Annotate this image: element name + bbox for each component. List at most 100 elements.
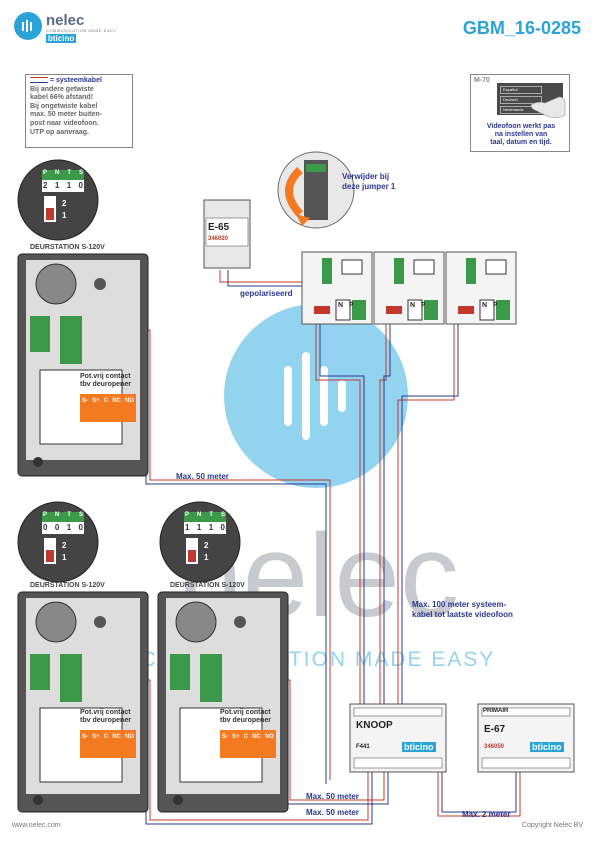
door-left-contact-label: Pot.vrij contact tbv deuropener [80,709,131,725]
menu-item-espanol: Español [500,86,542,94]
dip-right-v-n: 1 [196,523,202,532]
dip-right-h-p: P [185,512,190,518]
note-line-6: UTP op aanvraag. [30,128,90,136]
door-top-term-s-minus: S- [82,398,88,404]
psu-e67 [477,703,575,773]
door-top-term-nc: NC [112,398,121,404]
door-station-left [17,591,149,813]
dip-top-h-n: N [55,170,60,176]
m70-title: M-70 [474,77,490,84]
footer-website: www.nelec.com [12,822,61,829]
dip-top-h-p: P [43,170,48,176]
dip-left-v-p: 0 [43,523,48,532]
note-line-1: Bij andere getwiste [30,85,94,93]
door-top-contact-1: Pot.vrij contact [80,373,131,380]
knoop-brand: bticino [402,742,436,752]
videophone-3 [445,251,517,325]
dip-top-v-p: 2 [43,181,48,190]
distance-system-cable-2: kabel tot laatste videofoon [412,610,513,619]
psu-e65-code: 346020 [208,236,229,242]
door-right-term-nc: NC [252,734,261,740]
door-right-term-c: C [243,734,249,740]
door-right-term-s-minus: S- [222,734,228,740]
videophone-2 [373,251,445,325]
menu-item-deutsch: Deutsch [500,96,542,104]
door-right-contact-label: Pot.vrij contact tbv deuropener [220,709,271,725]
knoop-f441 [349,703,447,773]
distance-left-station: Max. 50 meter [306,808,359,817]
m70-caption: Videofoon werkt pas na instellen van taa… [473,123,569,147]
watermark-bars-icon [284,352,346,440]
footer-copyright: Copyright Nelec BV [521,822,583,829]
m70-panel: M-70 Español Deutsch Nederlands Videofoo… [470,74,570,152]
watermark-circle [224,304,408,488]
door-top-term-no: NO [124,398,134,404]
distance-system-cable: Max. 100 meter systeem- kabel tot laatst… [412,600,513,620]
jumper-note-1: Verwijder bij [342,172,390,181]
jumper-note-2: deze jumper 1 [342,182,396,191]
jumper-note: Verwijder bij deze jumper 1 [342,172,395,192]
vp3-np: N P [482,302,498,309]
door-right-contact-2: tbv deuropener [220,717,271,724]
door-top-term-s-plus: S+ [92,398,100,404]
polarized-label: gepolariseerd [240,289,293,298]
dip-top-v-t: 1 [66,181,72,190]
door-left-term-s-plus: S+ [92,734,100,740]
switch-right-label-a: 2 [204,541,209,550]
switch-right-label-b: 1 [204,553,209,562]
videophone-1 [301,251,373,325]
watermark: nelec COMMUNICATION MADE EASY [141,304,493,671]
dip-detail-top [17,159,99,241]
door-left-term-nc: NC [112,734,121,740]
dip-detail-right [159,501,241,583]
dip-left-h-t: T [67,512,71,518]
dip-top-v-s: 0 [78,181,83,190]
dip-top-h-t: T [67,170,71,176]
dip-top-v-n: 1 [54,181,60,190]
door-top-contact-label: Pot.vrij contact tbv deuropener [80,373,131,389]
vp1-p: P [348,302,354,309]
distance-right-station: Max. 50 meter [306,792,359,801]
e67-title: E-67 [484,724,506,735]
distance-system-cable-1: Max. 100 meter systeem- [412,600,507,609]
vp1-n: N [338,302,344,309]
note-line-2: kabel 66% afstand! [30,94,94,102]
dip-left-h-n: N [55,512,60,518]
note-line-5: post naar videofoon. [30,119,99,127]
dip-right-h-s: S [220,512,225,518]
m70-caption-1: Videofoon werkt pas [486,123,556,130]
note-line-4: max. 50 meter buiten- [30,111,102,119]
distance-top: Max. 50 meter [176,472,229,481]
m70-caption-2: na instellen van [494,131,548,138]
door-top-term-c: C [103,398,109,404]
switch-top-label-a: 2 [62,199,67,208]
system-cable-note: = systeemkabel Bij andere getwiste kabel… [25,74,133,148]
dip-right-h-n: N [197,512,202,518]
m70-caption-3: taal, datum en tijd. [490,139,552,146]
dip-right-v-p: 1 [185,523,190,532]
door-right-term-s-plus: S+ [232,734,240,740]
note-legend: = systeemkabel [49,77,102,84]
door-left-term-s-minus: S- [82,734,88,740]
dip-left-v-t: 1 [66,523,72,532]
e67-primary-label: PRIMAIR [483,708,509,714]
dip-left-h-s: S [78,512,83,518]
vp3-n: N [482,302,488,309]
door-left-contact-1: Pot.vrij contact [80,709,131,716]
e67-brand: bticino [530,742,564,752]
logo-partner: bticino [46,34,77,43]
door-station-top-title: DEURSTATION S-120V [30,244,105,251]
door-left-term-c: C [103,734,109,740]
switch-top-label-b: 1 [62,211,67,220]
door-right-contact-1: Pot.vrij contact [220,709,271,716]
logo-tagline: COMMUNICATION MADE EASY [46,28,117,33]
door-right-term-no: NO [264,734,274,740]
dip-right-v-s: 0 [220,523,225,532]
